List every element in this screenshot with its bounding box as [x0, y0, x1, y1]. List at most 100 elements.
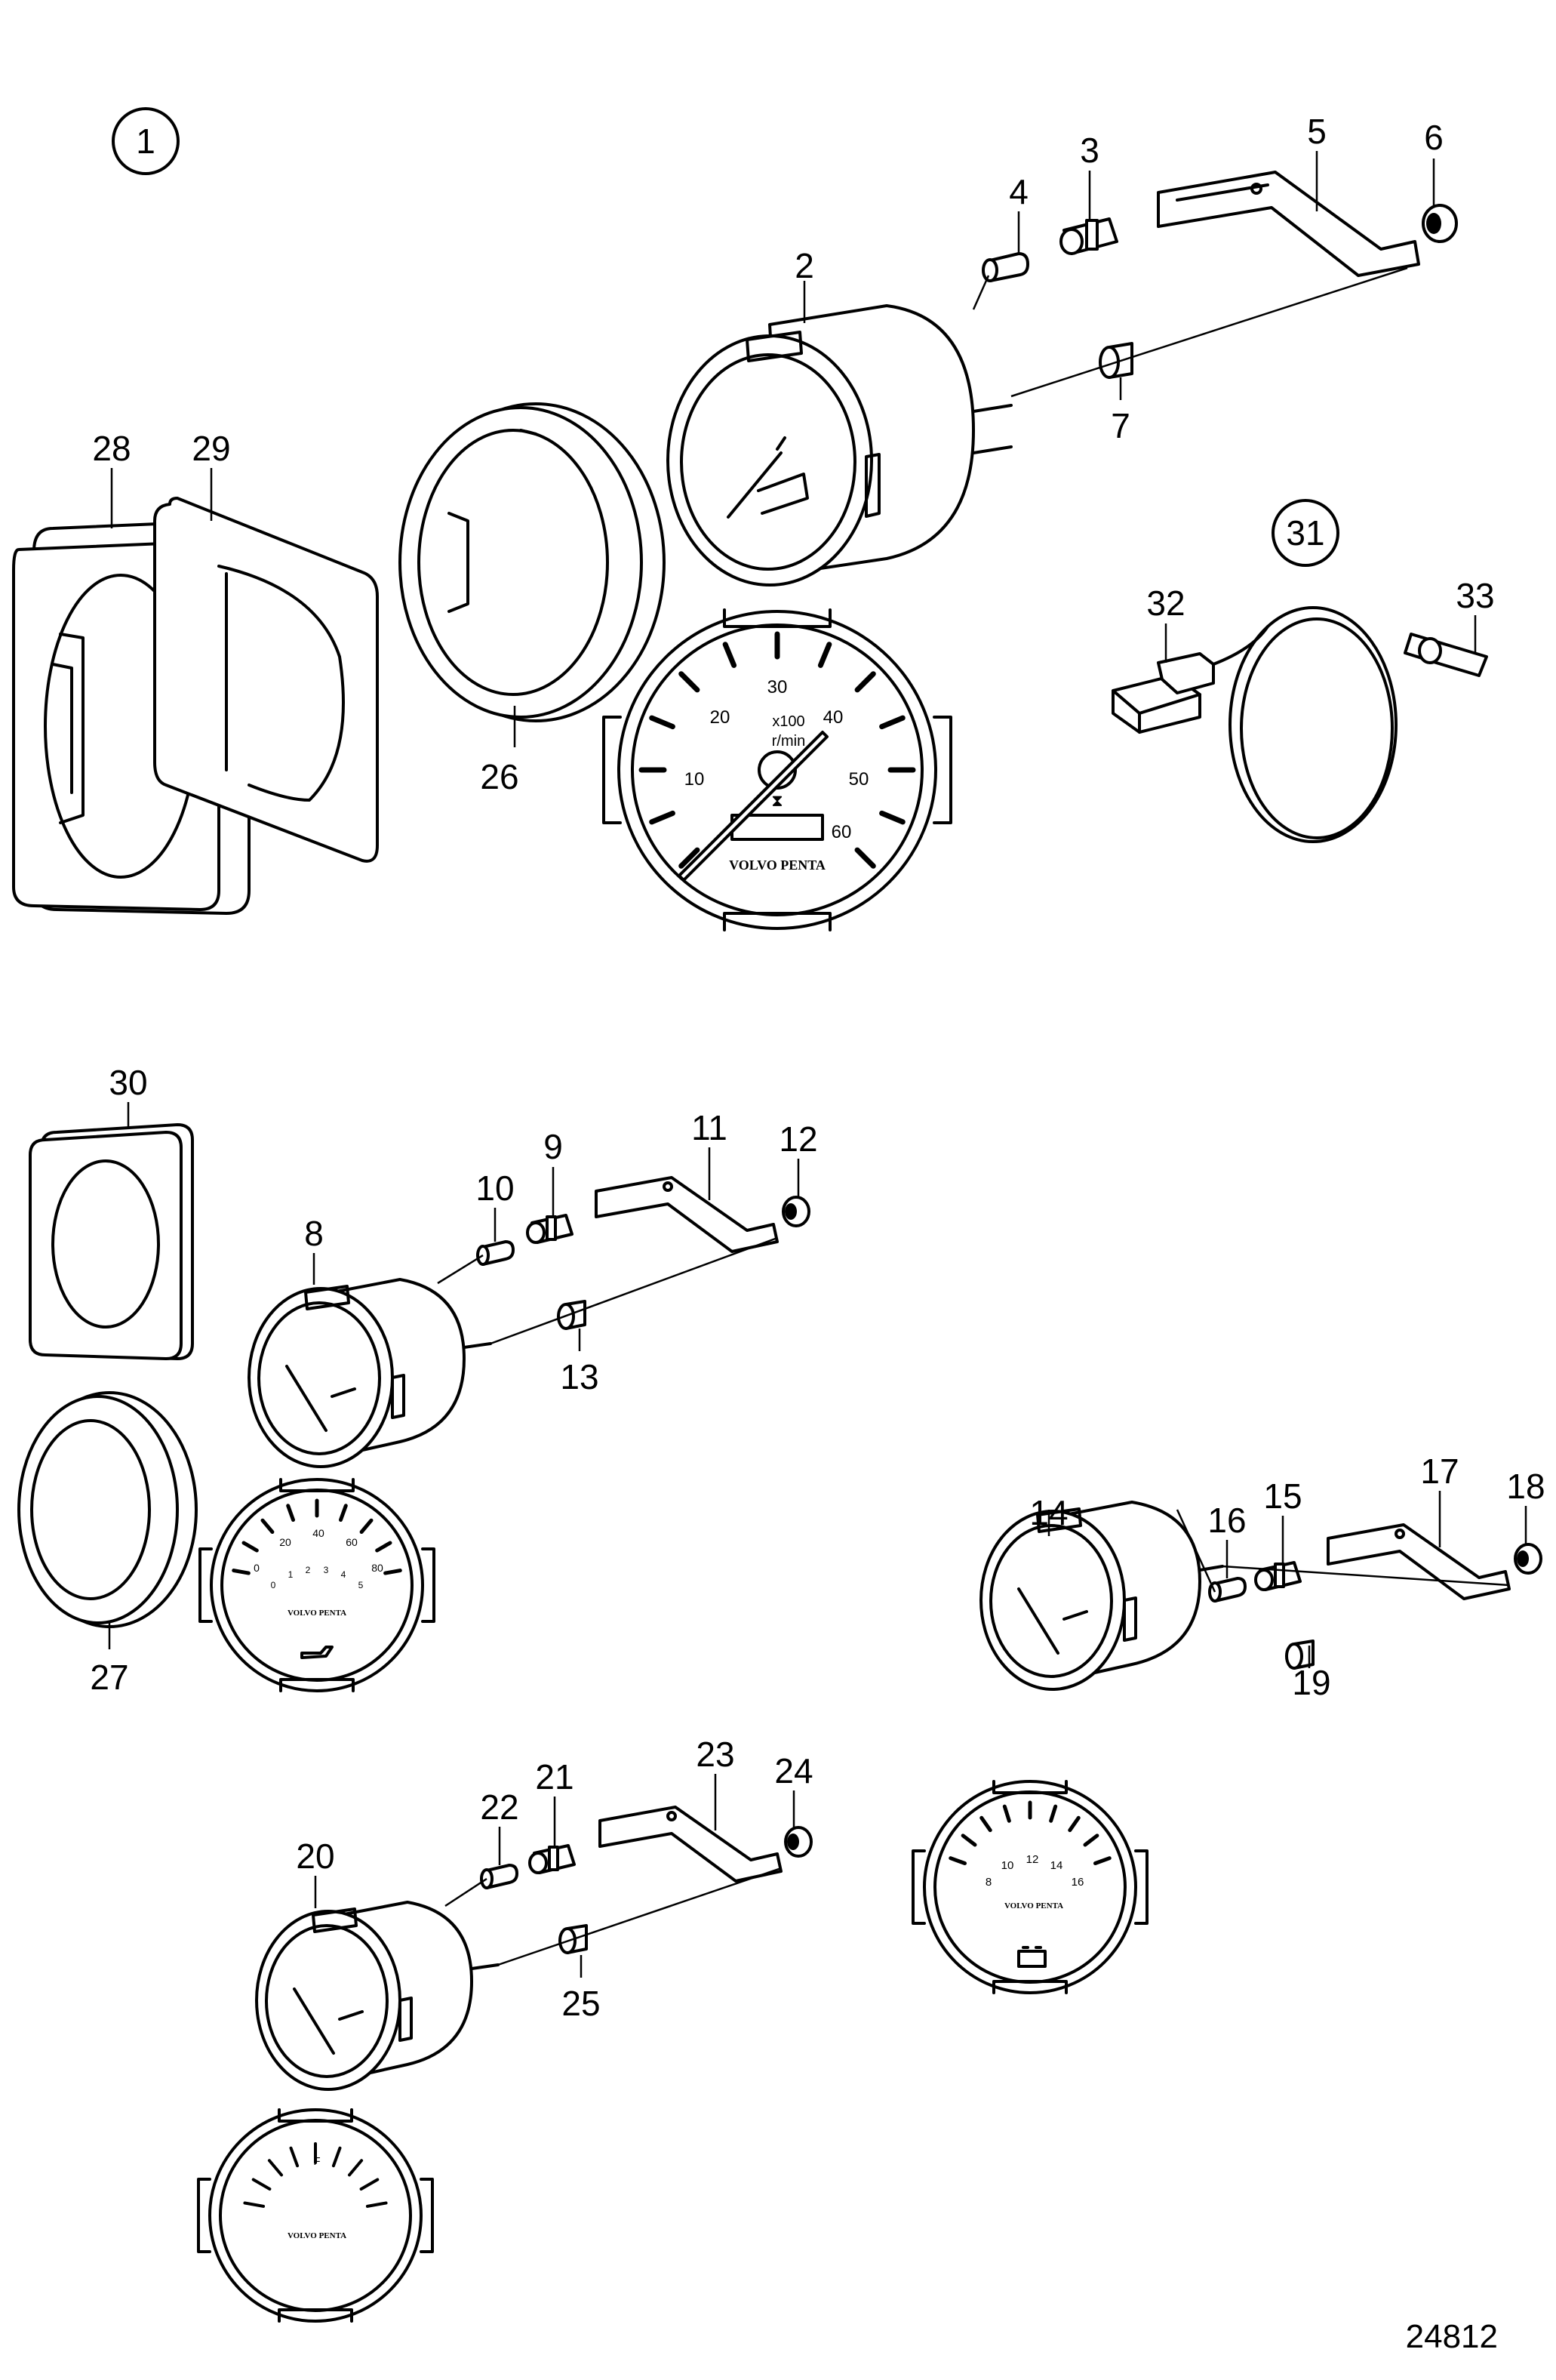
callout-26: 26 [480, 757, 518, 796]
stud-line-20 [497, 1867, 782, 1966]
volt-tick [961, 1833, 977, 1847]
fuel-gauge-front-dial: F VOLVO PENTA [197, 2108, 434, 2323]
wire-line-14 [1176, 1509, 1216, 1593]
pressure-inner-2: 2 [306, 1565, 311, 1575]
callout-21: 21 [535, 1757, 574, 1797]
tach-tick [722, 642, 737, 668]
part-25-spacer [558, 1924, 588, 1954]
callout-22: 22 [480, 1787, 518, 1827]
callout-33: 33 [1456, 576, 1494, 615]
pressure-tick [241, 1541, 259, 1553]
stud-line-14 [1222, 1565, 1510, 1587]
callout-9: 9 [543, 1127, 563, 1166]
fuel-full-mark: F [313, 2155, 320, 2168]
part-13-spacer [557, 1300, 586, 1330]
tach-tick [649, 810, 675, 825]
pressure-inner-5: 5 [358, 1580, 364, 1590]
pressure-tick [383, 1569, 402, 1575]
callout-29: 29 [192, 429, 230, 468]
part-14-gauge-body [979, 1501, 1224, 1691]
fuel-tick [347, 2159, 364, 2177]
callout-32: 32 [1146, 583, 1185, 623]
part-16-bulb [1208, 1577, 1247, 1603]
oil-can-icon [300, 1646, 334, 1659]
volt-tick [1083, 1833, 1099, 1847]
wire-line-8 [437, 1254, 484, 1285]
callout-circle-1: 1 [112, 107, 180, 175]
part-15-bulb-holder [1254, 1561, 1302, 1591]
fuel-brand: VOLVO PENTA [288, 2231, 346, 2240]
pressure-outer-0: 0 [254, 1562, 260, 1574]
part-29-frame [153, 497, 379, 863]
part-21-bulb-holder [528, 1844, 576, 1874]
tach-scale-40: 40 [823, 707, 844, 728]
battery-icon [1017, 1946, 1047, 1968]
callout-15: 15 [1263, 1476, 1302, 1516]
pressure-inner-4: 4 [341, 1569, 346, 1580]
pressure-inner-1: 1 [288, 1569, 294, 1580]
tach-scale-60: 60 [832, 822, 852, 842]
volt-tick [1002, 1804, 1011, 1823]
part-32-connector [1112, 652, 1215, 734]
pressure-outer-60: 60 [346, 1536, 358, 1548]
part-3-bulb-holder [1059, 217, 1118, 255]
part-8-gauge-body [248, 1278, 492, 1468]
pressure-outer-40: 40 [312, 1527, 324, 1539]
fuel-tick [267, 2159, 284, 2177]
svg-text:1: 1 [136, 122, 155, 161]
cable-harness [1212, 606, 1398, 843]
stud-line-8 [490, 1236, 778, 1345]
part-5-bracket [1157, 171, 1420, 277]
callout-5: 5 [1307, 112, 1327, 151]
hourmeter-icon: ⧗ [771, 791, 783, 810]
fuel-tick [251, 2178, 272, 2191]
tach-brand: VOLVO PENTA [729, 857, 826, 873]
part-22-bulb [480, 1864, 518, 1889]
callout-6: 6 [1424, 118, 1444, 157]
part-30-square-panel [29, 1123, 194, 1360]
pressure-tick [375, 1541, 392, 1553]
volt-tick [1093, 1856, 1112, 1866]
part-4-bulb [982, 252, 1029, 282]
callout-11: 11 [691, 1108, 727, 1147]
fuel-tick [359, 2178, 380, 2191]
part-26-mounting-ring [398, 402, 666, 722]
part-18-nut [1514, 1543, 1542, 1575]
callout-24: 24 [774, 1751, 813, 1790]
tach-tick [649, 715, 675, 730]
fuel-tick [331, 2146, 342, 2168]
callout-20: 20 [296, 1837, 334, 1876]
volt-tick [979, 1815, 992, 1833]
pressure-tick [338, 1504, 348, 1523]
callout-14: 14 [1029, 1493, 1068, 1532]
volt-tick [1068, 1815, 1081, 1833]
callout-23: 23 [696, 1735, 734, 1774]
tach-tick [678, 847, 700, 869]
volt-gauge-front-dial: 8 10 12 14 16 VOLVO PENTA [912, 1780, 1149, 1994]
part-7-spacer [1099, 342, 1133, 379]
tach-tick [854, 847, 876, 869]
callout-27: 27 [90, 1658, 128, 1697]
callout-10: 10 [475, 1168, 514, 1208]
callout-25: 25 [561, 1984, 600, 2023]
callout-7: 7 [1111, 406, 1130, 445]
tach-tick [854, 671, 876, 693]
part-20-gauge-body [255, 1901, 500, 2091]
pressure-brand: VOLVO PENTA [288, 1609, 346, 1618]
volt-scale-10: 10 [1001, 1859, 1014, 1872]
pressure-gauge-front-dial: 0 20 40 60 80 0 1 2 3 4 5 VOLVO PENTA [198, 1478, 435, 1692]
tach-scale-10: 10 [684, 769, 705, 790]
figure-number: 24812 [1406, 2318, 1498, 2355]
tach-tick [879, 715, 906, 730]
part-10-bulb [476, 1240, 515, 1266]
callout-28: 28 [92, 429, 131, 468]
tach-unit-rmin: r/min [772, 733, 805, 750]
tach-unit-x100: x100 [772, 713, 804, 730]
pressure-inner-3: 3 [324, 1565, 329, 1575]
wire-line-2 [972, 275, 990, 310]
part-24-nut [784, 1826, 813, 1858]
volt-scale-14: 14 [1050, 1859, 1063, 1872]
tach-needle [678, 731, 829, 882]
wire-line-20 [444, 1877, 487, 1907]
